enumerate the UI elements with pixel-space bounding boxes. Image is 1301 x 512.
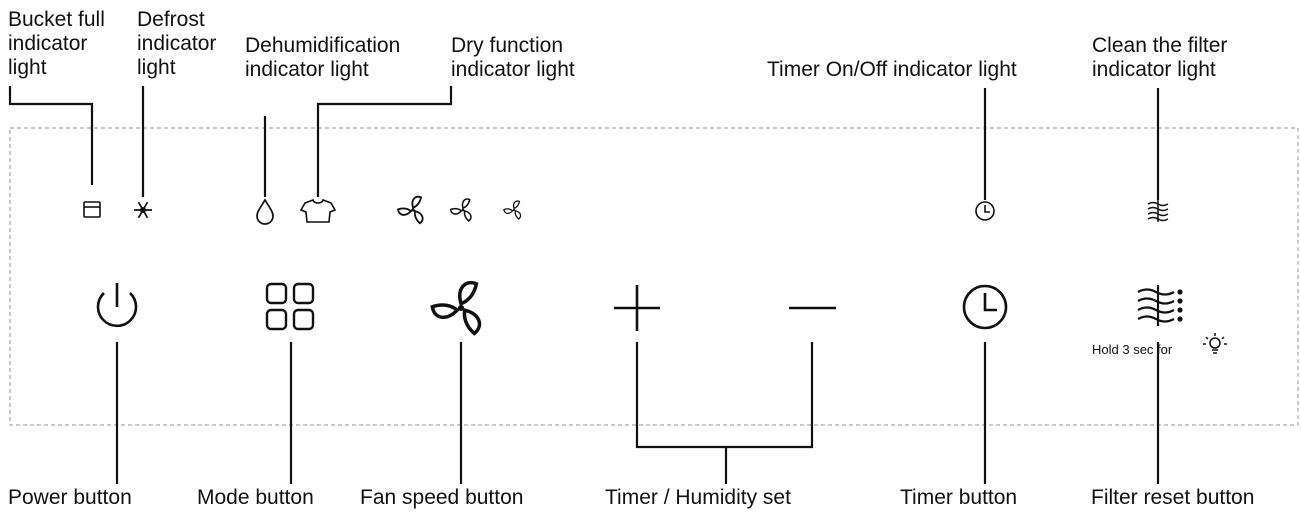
clock-icon[interactable] (962, 284, 1008, 330)
clean-filter-label: Clean the filter indicator light (1092, 34, 1228, 81)
indicator-leader-lines (8, 86, 1160, 200)
defrost-label: Defrost indicator light (137, 8, 217, 79)
bucket-icon (83, 201, 101, 218)
power-button-label: Power button (8, 486, 132, 509)
timer-humidity-label: Timer / Humidity set (605, 486, 791, 509)
panel-outline (9, 127, 1299, 426)
plus-icon[interactable] (614, 285, 660, 331)
power-icon[interactable] (96, 283, 138, 328)
mode-button-label: Mode button (197, 486, 314, 509)
mode-grid-icon[interactable] (265, 282, 315, 331)
button-leader-lines (115, 342, 1160, 484)
fan-low-icon (502, 200, 523, 220)
clock-icon (975, 201, 995, 221)
shirt-icon (299, 198, 337, 223)
timer-button-label: Timer button (900, 486, 1018, 509)
fan-high-icon (396, 195, 426, 225)
fan-icon[interactable] (429, 280, 486, 336)
water-drop-icon (256, 198, 274, 225)
filter-icon[interactable] (1137, 285, 1175, 326)
snowflake-icon (134, 201, 152, 219)
fan-medium-icon (449, 198, 474, 222)
fan-speed-button-label: Fan speed button (360, 486, 524, 509)
filter-icon (1147, 200, 1169, 222)
timer-onoff-label: Timer On/Off indicator light (767, 58, 1017, 81)
bulb-icon (1203, 333, 1227, 354)
dehumidification-label: Dehumidification indicator light (245, 34, 401, 81)
filter-hold-note: Hold 3 sec for (1092, 342, 1173, 357)
bucket-full-label: Bucket full indicator light (8, 8, 105, 79)
filter-dots (1177, 289, 1183, 322)
filter-reset-button-label: Filter reset button (1091, 486, 1255, 509)
dry-function-label: Dry function indicator light (451, 34, 575, 81)
